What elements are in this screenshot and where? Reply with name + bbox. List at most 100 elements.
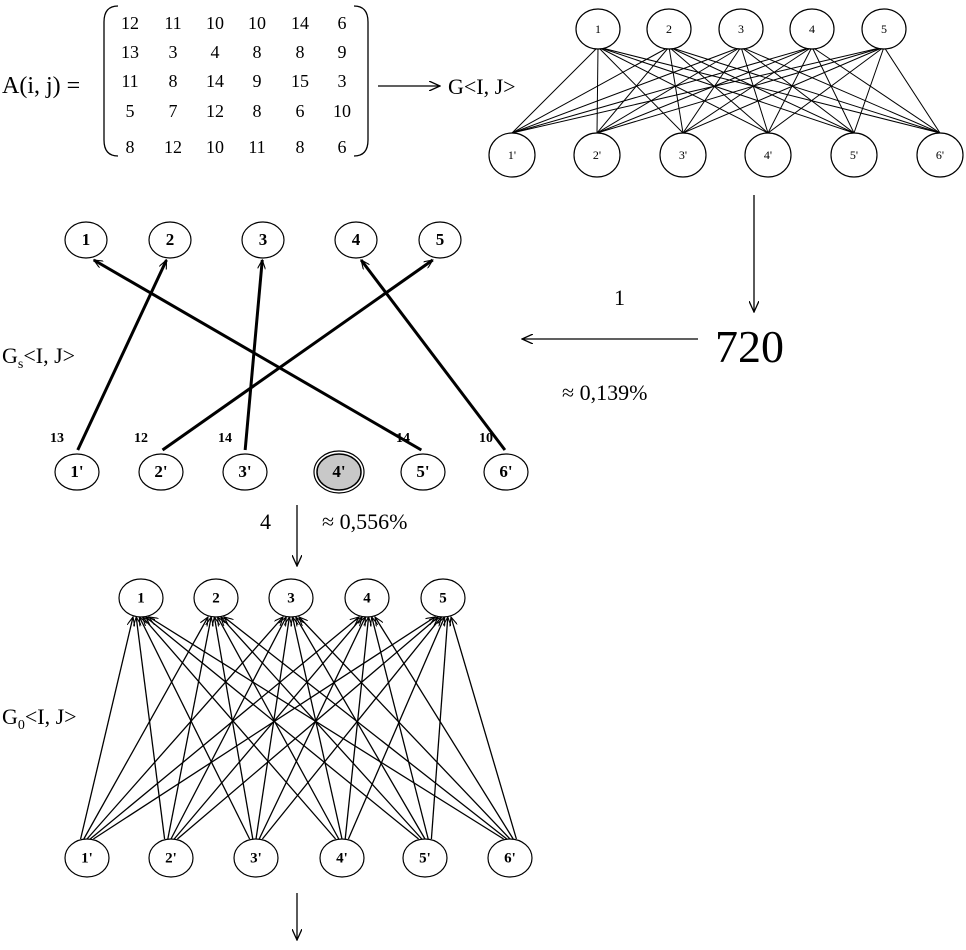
graph-s-top-node-label-1: 1 [82, 230, 91, 249]
graph-0-edge-1p-3 [86, 617, 283, 840]
matrix-cell-r2-c3: 4 [211, 42, 220, 62]
matrix-right-bracket [353, 5, 369, 157]
graph-full-edge-4p-3 [740, 46, 769, 134]
graph-0-edge-5p-1 [146, 617, 420, 840]
graph-0-edge-6p-3 [299, 617, 511, 840]
graph-0-edge-1p-5 [93, 617, 435, 840]
graph-s-bottom-node-3p [222, 453, 268, 491]
graph-0-top-node-2 [193, 578, 239, 618]
graph-full-edge-1p-1 [511, 46, 599, 134]
graph-full-edge-6p-3 [740, 46, 941, 134]
graph-full-top-node-3 [718, 8, 764, 50]
matrix-cell-r2-c2: 3 [169, 42, 178, 62]
graph-0-edge-2p-4 [173, 617, 362, 840]
graph-full-bottom-node-label-4p: 4' [764, 148, 772, 162]
graph-0-top-node-label-2: 2 [212, 590, 220, 606]
graph-0-top-node-label-1: 1 [137, 590, 145, 606]
graph-0-edge-2p-5 [176, 617, 438, 840]
graph-full-bottom-node-2p [573, 132, 621, 178]
matrix-cell-r3-c5: 15 [291, 71, 309, 91]
graph-full-edge-1p-2 [511, 46, 670, 134]
graph-full-top-node-label-1: 1 [595, 22, 601, 36]
graph-0-edge-4p-5 [347, 617, 444, 840]
graph-0-edge-5p-3 [296, 617, 426, 840]
graph-0-bottom-node-2p [148, 838, 194, 878]
graph-0-bottom-node-4p [319, 838, 365, 878]
graph-s-top-node-4 [334, 221, 378, 259]
graph-0-bottom-node-label-4p: 4' [336, 850, 348, 866]
graph-s-top-node-1 [64, 221, 108, 259]
graph-0-edge-1p-4 [89, 617, 359, 840]
matrix-cell-r4-c2: 7 [169, 101, 178, 121]
graph-s-edge-2p-5 [161, 258, 433, 452]
graph-0-bottom-node-label-1p: 1' [81, 850, 93, 866]
graph-full-bottom-node-1p [488, 132, 536, 178]
matrix-cell-r3-c3: 14 [206, 71, 224, 91]
graph-0-bottom-node-6p [487, 838, 533, 878]
graph-full-edge-2p-1 [596, 46, 599, 134]
graph-0-edge-5p-2 [221, 617, 423, 840]
graph-0-edge-4p-4 [344, 617, 368, 840]
matrix-cell-r1-c6: 6 [338, 13, 347, 33]
graph-0-edge-3p-3 [255, 617, 289, 840]
graph-0-edge-3p-5 [261, 617, 441, 840]
graph-0-label: G0<I, J> [2, 704, 77, 733]
graph-s-top-node-label-3: 3 [259, 230, 268, 249]
graph-full-bottom-node-label-2p: 2' [593, 148, 601, 162]
matrix-cell-r2-c1: 13 [121, 42, 139, 62]
graph-full-edge-6p-1 [597, 46, 941, 134]
graph-0-edge-1p-1 [79, 617, 133, 840]
graph-s-weight-5p-1: 14 [396, 431, 410, 446]
graph-full-bottom-node-label-5p: 5' [850, 148, 858, 162]
graph-0-edge-3p-4 [258, 617, 366, 840]
graph-0-edge-6p-2 [224, 617, 508, 840]
graph-0-top-node-5 [420, 578, 466, 618]
matrix-cell-r3-c6: 3 [338, 71, 347, 91]
graph-0-edge-5p-5 [430, 617, 447, 840]
graph-full-bottom-node-3p [659, 132, 707, 178]
graph-0-top-node-4 [344, 578, 390, 618]
graph-full-bottom-node-6p [916, 132, 964, 178]
matrix-cell-r5-c4: 11 [248, 137, 265, 157]
count-arrow-label: 1 [614, 285, 625, 310]
graph-full-edge-5p-3 [740, 46, 855, 134]
graph-full-top-node-5 [861, 8, 907, 50]
graph-0-bottom-node-5p [402, 838, 448, 878]
graph-0-bottom-node-label-5p: 5' [419, 850, 431, 866]
graph-full-bottom-node-4p [744, 132, 792, 178]
graph-full-edge-3p-1 [597, 46, 684, 134]
graph-full-top-node-label-4: 4 [809, 22, 815, 36]
graph-full-edge-3p-5 [682, 46, 885, 134]
graph-0-edge-2p-2 [167, 617, 211, 840]
graph-s-bottom-node-5p [400, 453, 446, 491]
graph-s-top-node-3 [241, 221, 285, 259]
matrix-cell-r3-c2: 8 [169, 71, 178, 91]
matrix-cell-r4-c3: 12 [206, 101, 224, 121]
graph-0-edge-4p-1 [143, 617, 337, 840]
graph-full-edge-2p-3 [596, 46, 742, 134]
graph-0-edge-6p-5 [451, 617, 518, 840]
graph-full-edge-6p-2 [668, 46, 941, 134]
matrix-cell-r3-c4: 9 [253, 71, 262, 91]
graph-s-top-node-label-5: 5 [436, 230, 445, 249]
graph-s-bottom-node-4p-highlighted [316, 453, 362, 491]
graph-full-edge-5p-4 [811, 46, 855, 134]
graph-full-bottom-node-label-3p: 3' [679, 148, 687, 162]
graph-s-bottom-node-label-5p: 5' [416, 462, 429, 481]
graph-full-edge-2p-4 [596, 46, 813, 134]
graph-full-bottom-node-label-6p: 6' [936, 148, 944, 162]
graph-s-bottom-node-1p [54, 453, 100, 491]
graph-s-edge-6p-4 [359, 260, 507, 451]
graph-0-top-node-1 [118, 578, 164, 618]
graph-s-top-node-2 [148, 221, 192, 259]
graph-s-top-node-label-4: 4 [352, 230, 361, 249]
graph-s-weight-6p-4: 10 [479, 431, 493, 446]
graph-full-top-node-1 [575, 8, 621, 50]
matrix-cell-r2-c4: 8 [253, 42, 262, 62]
graph-full-bottom-node-5p [830, 132, 878, 178]
matrix-cell-r1-c4: 10 [248, 13, 266, 33]
